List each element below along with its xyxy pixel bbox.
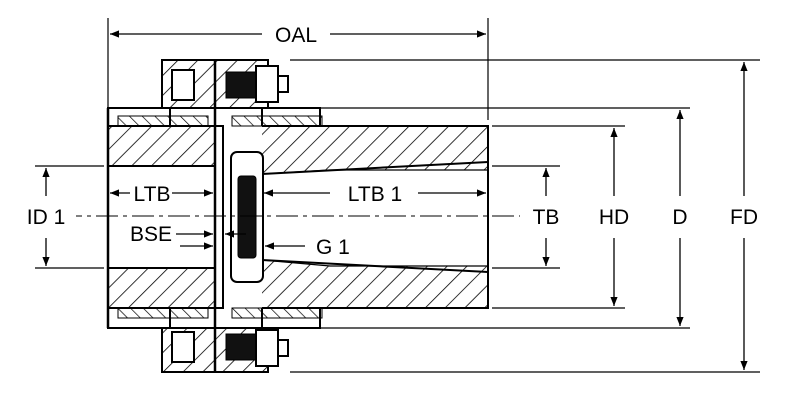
label-fd: FD [730, 206, 758, 229]
left-hub [107, 125, 216, 309]
label-id1: ID 1 [27, 206, 66, 229]
label-g1: G 1 [316, 236, 350, 259]
extension-lines [35, 18, 760, 373]
label-tb: TB [533, 206, 560, 229]
dimension-labels: OAL ID 1 LTB LTB 1 BSE G 1 TB HD D FD [16, 22, 764, 259]
label-ltb1: LTB 1 [348, 183, 402, 206]
label-oal: OAL [275, 24, 317, 47]
label-hd: HD [599, 206, 629, 229]
dimension-arrows [42, 30, 748, 370]
top-flange [161, 59, 289, 126]
left-sleeve [106, 107, 209, 329]
label-d: D [672, 206, 687, 229]
center-plate [213, 125, 264, 309]
right-hub [261, 125, 489, 309]
right-sleeve [231, 107, 323, 329]
label-bse: BSE [130, 223, 172, 246]
bottom-flange [161, 308, 289, 373]
label-ltb: LTB [134, 183, 171, 206]
